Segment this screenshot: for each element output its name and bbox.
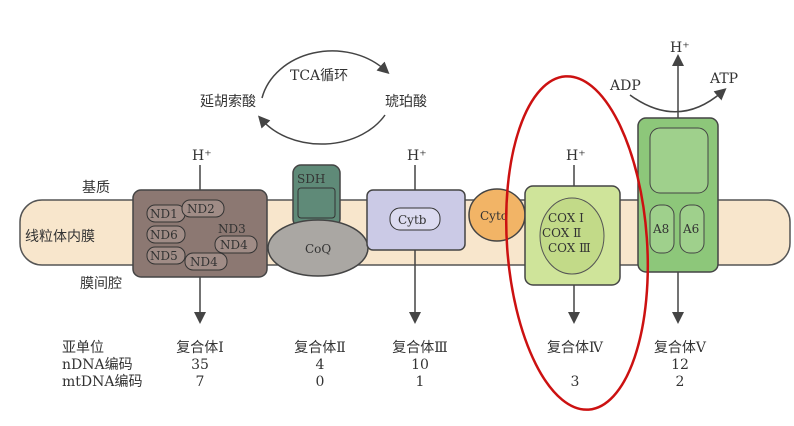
subunit-nd6: ND6 <box>150 228 178 242</box>
mtdna-count: 3 <box>571 374 580 390</box>
cytb-label: Cytb <box>398 213 427 227</box>
complex-name: 复合体Ⅴ <box>654 339 707 356</box>
row-label-subunits: 亚单位 <box>62 340 104 356</box>
complex-name: 复合体Ⅱ <box>294 339 346 356</box>
complex-2: SDH CoQ <box>267 164 369 277</box>
tca-cycle: TCA循环 延胡索酸 琥珀酸 <box>200 50 427 145</box>
complex-4: H⁺ COX Ⅰ COX Ⅱ COX Ⅲ <box>524 148 621 324</box>
tca-title: TCA循环 <box>290 68 348 84</box>
complex-1: H⁺ ND1 ND2 ND6 ND3 ND4 ND5 ND4 <box>132 148 268 324</box>
cox1-label: COX Ⅰ <box>548 211 584 225</box>
cytc-label: Cytc <box>480 209 508 223</box>
complex-4-highlight-circle <box>504 75 650 411</box>
subunit-nd2: ND2 <box>187 202 215 216</box>
sdh-label: SDH <box>297 172 325 186</box>
proton-label: H⁺ <box>192 148 212 164</box>
subunit-table: 亚单位 nDNA编码 mtDNA编码 复合体Ⅰ 35 7 复合体Ⅱ 4 0 复合… <box>62 339 707 390</box>
row-label-mtdna: mtDNA编码 <box>62 374 143 390</box>
intermembrane-label: 膜间腔 <box>80 276 122 292</box>
subunit-nd5: ND5 <box>150 249 178 263</box>
complex-name: 复合体Ⅲ <box>392 339 448 356</box>
mtdna-count: 2 <box>676 374 685 390</box>
ndna-count: 10 <box>411 357 429 373</box>
a6-label: A6 <box>682 222 699 236</box>
subunit-nd4: ND4 <box>220 238 248 252</box>
complex-3: H⁺ Cytb <box>366 148 466 324</box>
atp-label: ATP <box>709 71 738 87</box>
complex-name: 复合体Ⅳ <box>547 339 604 356</box>
ndna-count: 12 <box>671 357 689 373</box>
inner-membrane-label: 线粒体内膜 <box>25 229 95 245</box>
succinate-label: 琥珀酸 <box>385 94 427 110</box>
subunit-nd4b: ND4 <box>190 255 218 269</box>
proton-label: H⁺ <box>566 148 586 164</box>
ndna-count: 35 <box>191 357 209 373</box>
mtdna-count: 1 <box>416 374 425 390</box>
cox2-label: COX Ⅱ <box>542 226 581 240</box>
a8-label: A8 <box>652 222 669 236</box>
complex-5: H⁺ ADP ATP A8 A6 <box>609 40 738 324</box>
coq-label: CoQ <box>305 242 331 256</box>
cox3-label: COX Ⅲ <box>548 241 591 255</box>
complex-name: 复合体Ⅰ <box>176 339 224 356</box>
proton-label: H⁺ <box>407 148 427 164</box>
adp-label: ADP <box>609 78 641 94</box>
mtdna-count: 7 <box>196 374 205 390</box>
fumarate-label: 延胡索酸 <box>200 93 256 110</box>
subunit-nd1: ND1 <box>150 207 178 221</box>
proton-label: H⁺ <box>670 40 690 56</box>
row-label-ndna: nDNA编码 <box>62 357 133 373</box>
subunit-nd3: ND3 <box>218 222 246 236</box>
matrix-label: 基质 <box>82 179 110 196</box>
mtdna-count: 0 <box>316 374 325 390</box>
ndna-count: 4 <box>316 357 325 373</box>
